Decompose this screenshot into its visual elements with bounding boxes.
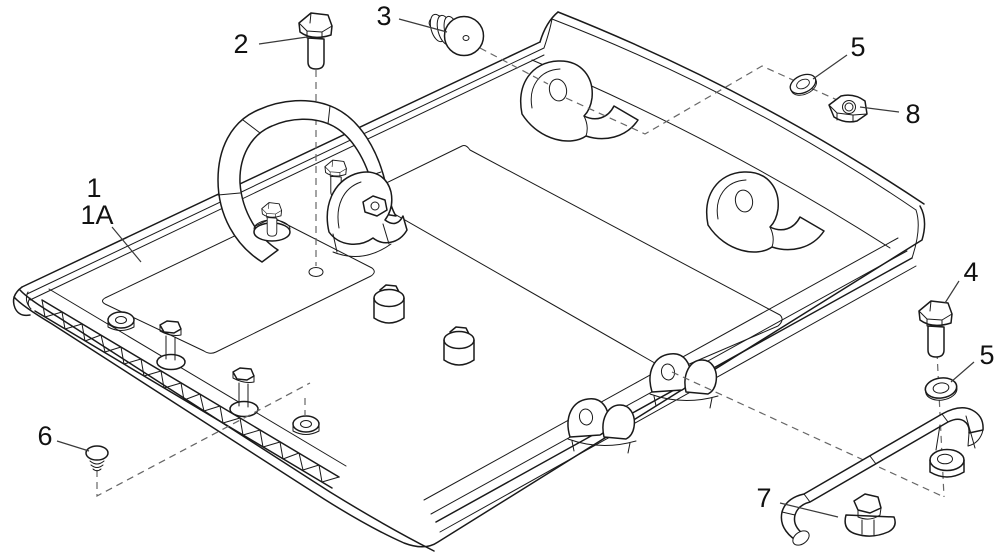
callout-3: 3 — [376, 1, 391, 31]
callout-7: 7 — [756, 483, 771, 513]
carry-handle — [217, 99, 397, 263]
lug-front-right — [649, 353, 719, 409]
plug-6 — [85, 445, 109, 472]
washer-5-upper — [786, 69, 821, 100]
handle-boss — [929, 448, 965, 478]
hex-bolt-4 — [918, 300, 953, 358]
callout-labels: 1 1A 2 3 4 5 5 6 7 8 — [37, 1, 994, 513]
handle-clamp-bolt — [844, 493, 896, 537]
stud-bolt-1 — [156, 320, 186, 371]
callout-2: 2 — [233, 29, 248, 59]
callout-leaders — [56, 18, 975, 518]
boss-left — [107, 311, 135, 332]
center-bracket — [324, 159, 408, 257]
boss-lower — [292, 415, 320, 436]
hex-nut-8 — [828, 94, 868, 123]
post-bolt-2 — [443, 326, 475, 366]
base-plate — [12, 11, 926, 552]
callout-5-lower: 5 — [979, 340, 994, 370]
callout-6: 6 — [37, 421, 52, 451]
callout-8: 8 — [905, 99, 920, 129]
callout-1: 1 — [86, 173, 101, 203]
callout-4: 4 — [963, 257, 978, 287]
hex-bolt-2 — [298, 12, 333, 70]
callout-5-upper: 5 — [850, 32, 865, 62]
center-structure — [107, 284, 475, 436]
serrated-edge-strip — [34, 288, 347, 489]
lifting-handle — [780, 407, 984, 546]
stud-bolt-2 — [229, 367, 259, 418]
rubber-plug-3 — [428, 13, 485, 57]
mounting-lugs — [519, 60, 825, 454]
lug-rear-left — [519, 60, 639, 142]
lug-front-left — [567, 398, 637, 454]
post-bolt-1 — [373, 284, 405, 324]
assembly-axes — [96, 47, 945, 498]
lug-rear-right — [705, 171, 825, 253]
callout-1a: 1A — [80, 200, 113, 230]
